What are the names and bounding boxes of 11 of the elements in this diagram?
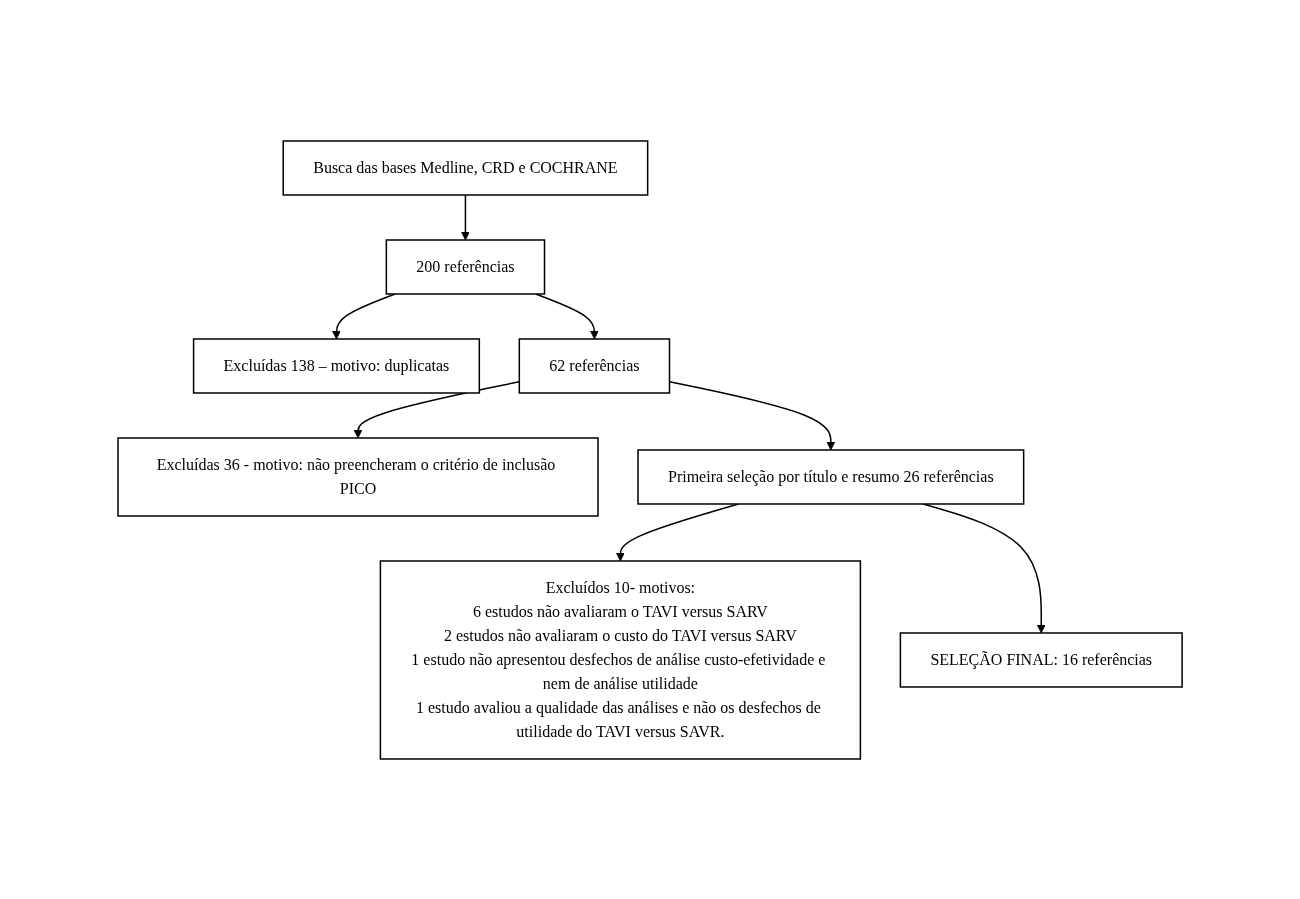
node-box: Busca das bases Medline, CRD e COCHRANE <box>282 139 649 196</box>
node-box: Excluídas 138 – motivo: duplicatas <box>192 337 480 394</box>
arrow <box>353 380 520 438</box>
arrow <box>460 193 470 240</box>
node-box: SELEÇÃO FINAL: 16 referências <box>899 631 1183 688</box>
node-box: Excluídas 36 - motivo: não preencheram o critério de inclusão PICO <box>117 436 599 517</box>
node-box: 200 referências <box>385 238 546 295</box>
arrow <box>332 292 396 339</box>
node-box: Excluídos 10- motivos: 6 estudos não avaliaram o TAVI versus SARV 2 estudos não avaliaram o custo do TAVI versus SARV 1 estudo não apresentou desfechos de análise custo-efetividade e nem de análise utilidade 1 estudo avaliou a qualidade das análises e não os desfechos de utilidade do TAVI versus SAVR. <box>379 559 862 760</box>
node-box: Primeira seleção por título e resumo 26 referências <box>637 448 1025 505</box>
node-box: 62 referências <box>518 337 671 394</box>
